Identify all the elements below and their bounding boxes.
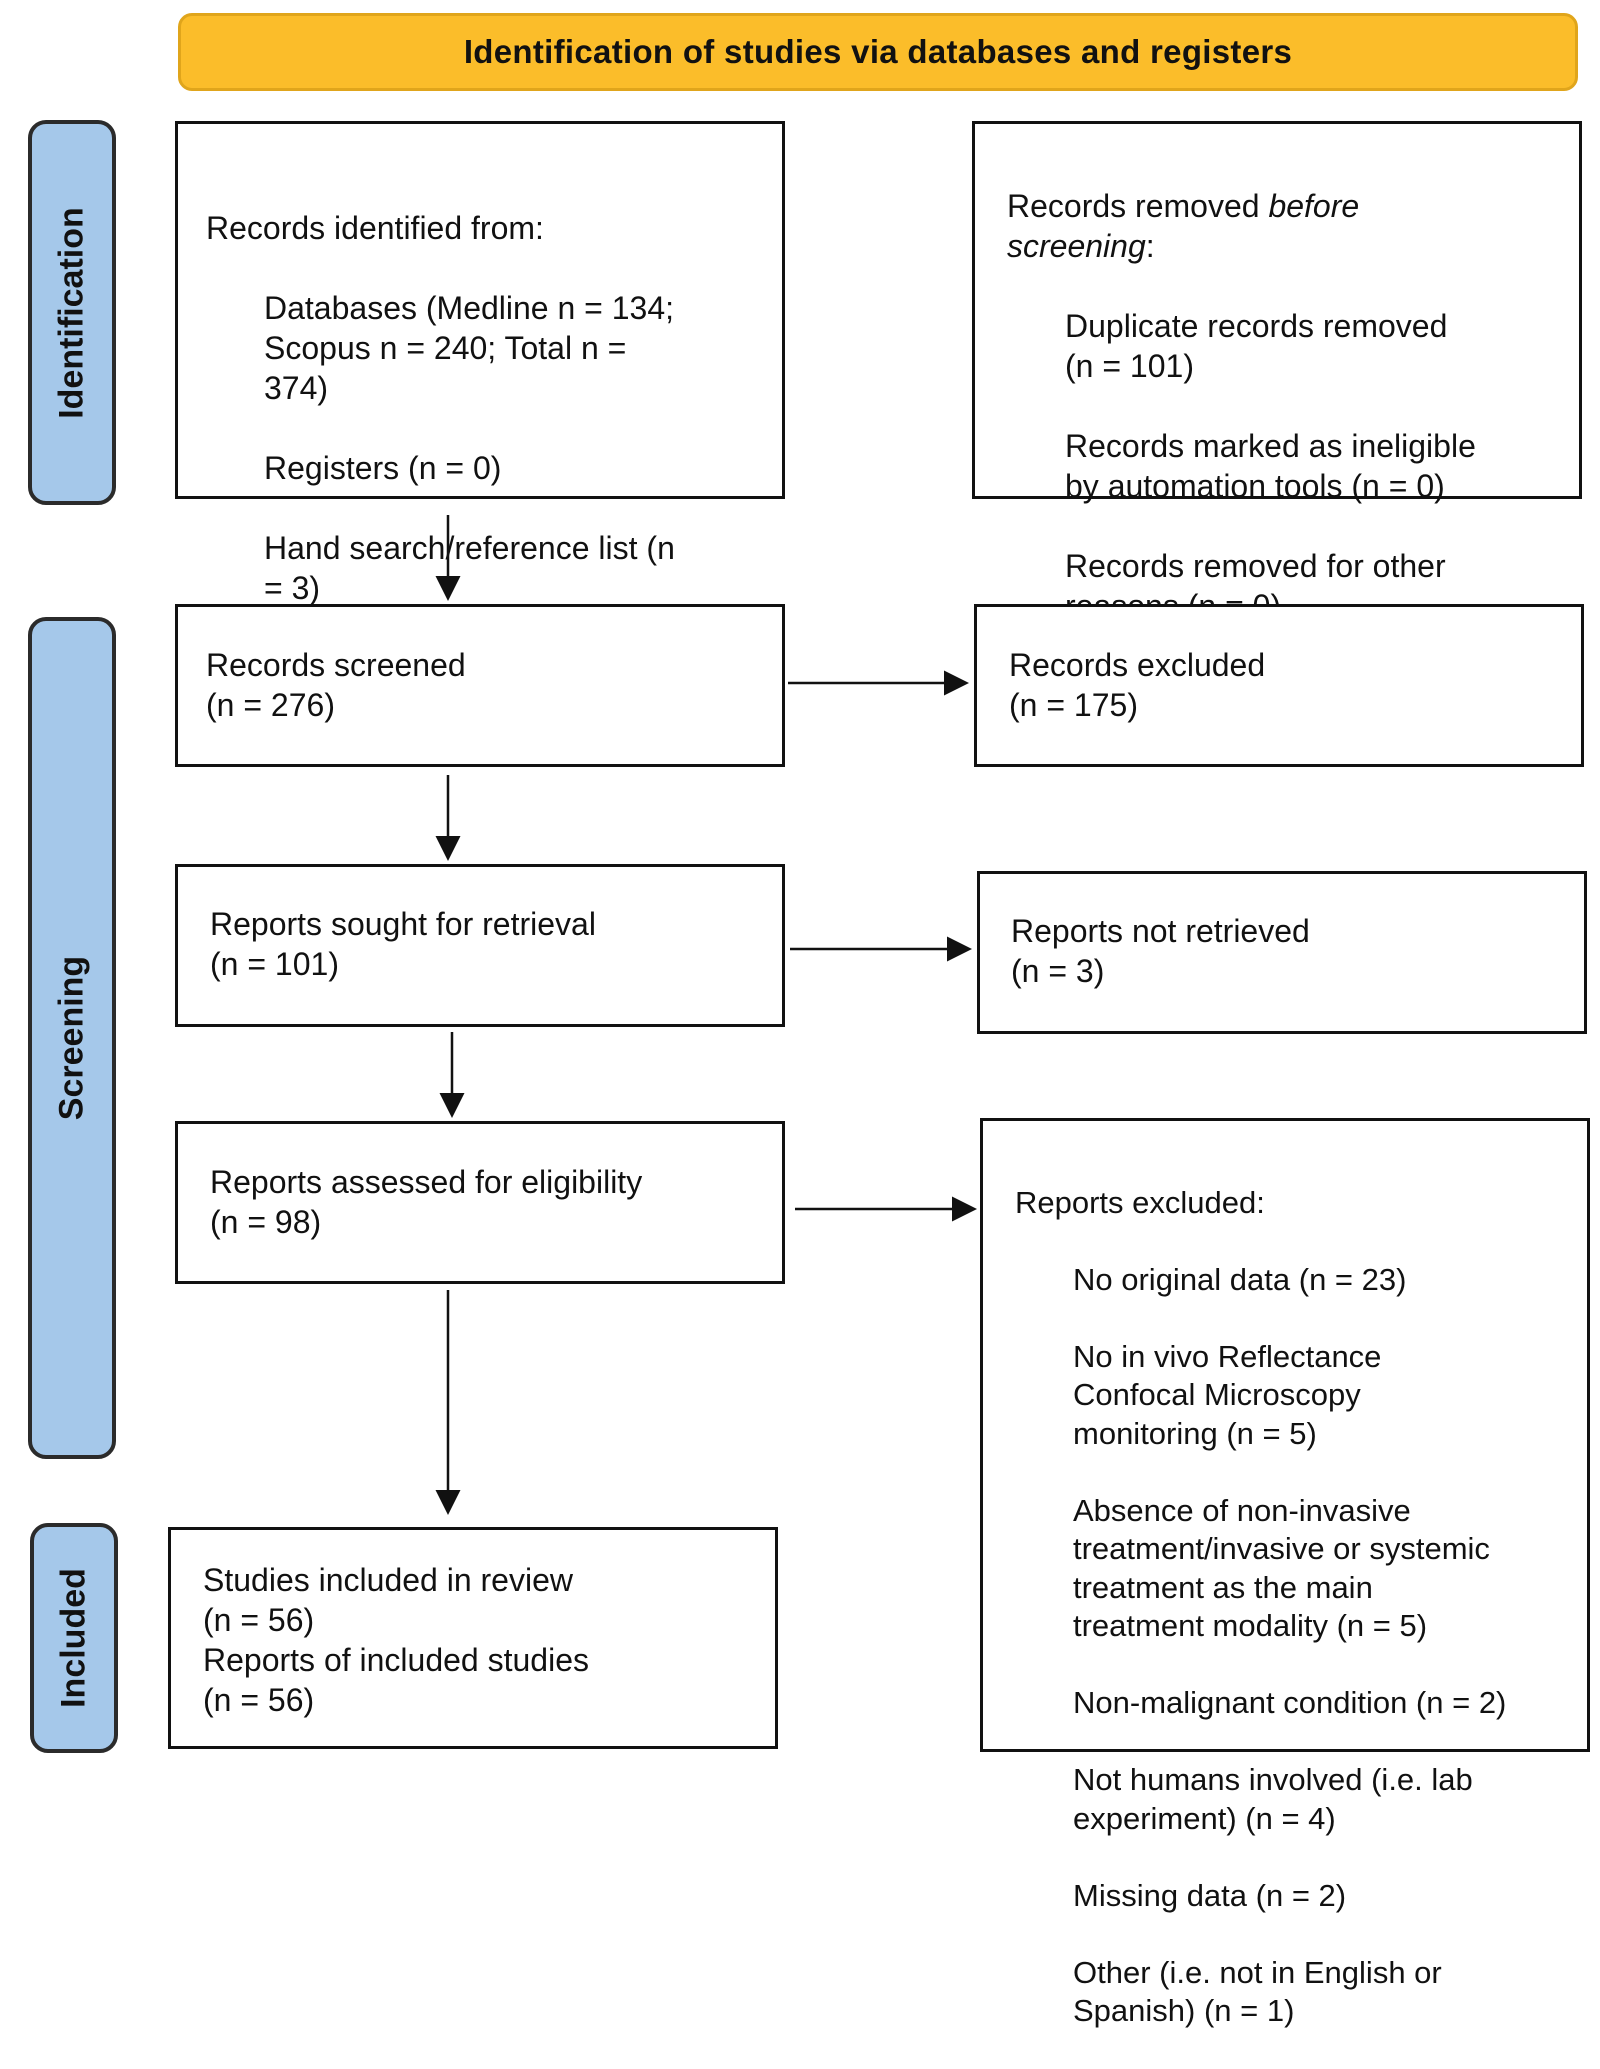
studies-included-text: Studies included in review (n = 56) Repo… <box>203 1562 589 1718</box>
records-identified-databases: Databases (Medline n = 134; Scopus n = 2… <box>264 290 675 406</box>
stage-identification: Identification <box>28 120 116 505</box>
reports-sought-box: Reports sought for retrieval (n = 101) <box>175 864 785 1027</box>
identification-banner: Identification of studies via databases … <box>178 13 1578 91</box>
reports-excluded-no-rcm-monitoring: No in vivo Reflectance Confocal Microsco… <box>1073 1338 1382 1451</box>
reports-excluded-other: Other (i.e. not in English or Spanish) (… <box>1073 1954 1442 2029</box>
records-removed-heading: Records removed before screening: <box>1007 188 1360 264</box>
records-excluded-text: Records excluded (n = 175) <box>1009 647 1266 723</box>
records-identified-box: Records identified from: Databases (Medl… <box>175 121 785 606</box>
records-excluded-box: Records excluded (n = 175) <box>974 604 1584 767</box>
reports-assessed-text: Reports assessed for eligibility (n = 98… <box>210 1164 643 1240</box>
reports-assessed-box: Reports assessed for eligibility (n = 98… <box>175 1121 785 1284</box>
reports-sought-text: Reports sought for retrieval (n = 101) <box>210 906 596 982</box>
studies-included-box: Studies included in review (n = 56) Repo… <box>168 1527 778 1749</box>
reports-excluded-non-malignant: Non-malignant condition (n = 2) <box>1073 1685 1507 1720</box>
records-identified-heading: Records identified from: <box>206 210 544 246</box>
reports-excluded-absence-treatment: Absence of non-invasive treatment/invasi… <box>1073 1492 1490 1644</box>
reports-excluded-heading: Reports excluded: <box>1015 1184 1265 1220</box>
records-screened-box: Records screened (n = 276) <box>175 604 785 767</box>
reports-not-retrieved-text: Reports not retrieved (n = 3) <box>1011 913 1310 989</box>
records-screened-text: Records screened (n = 276) <box>206 647 466 723</box>
reports-not-retrieved-box: Reports not retrieved (n = 3) <box>977 871 1587 1034</box>
reports-excluded-no-original-data: No original data (n = 23) <box>1073 1261 1407 1297</box>
stage-screening: Screening <box>28 617 116 1459</box>
stage-included: Included <box>30 1523 118 1753</box>
banner-title: Identification of studies via databases … <box>463 33 1293 70</box>
records-removed-ineligible: Records marked as ineligible by automati… <box>1065 428 1476 504</box>
records-removed-box: Records removed before screening: Duplic… <box>972 121 1582 624</box>
reports-excluded-not-humans: Not humans involved (i.e. lab experiment… <box>1073 1762 1473 1836</box>
reports-excluded-missing-data: Missing data (n = 2) <box>1073 1877 1347 1913</box>
flow-arrows <box>435 515 977 1515</box>
records-removed-duplicates: Duplicate records removed (n = 101) <box>1065 308 1448 384</box>
records-identified-hand-search: Hand search/reference list (n = 3) <box>264 530 675 606</box>
records-identified-registers: Registers (n = 0) <box>264 450 502 486</box>
